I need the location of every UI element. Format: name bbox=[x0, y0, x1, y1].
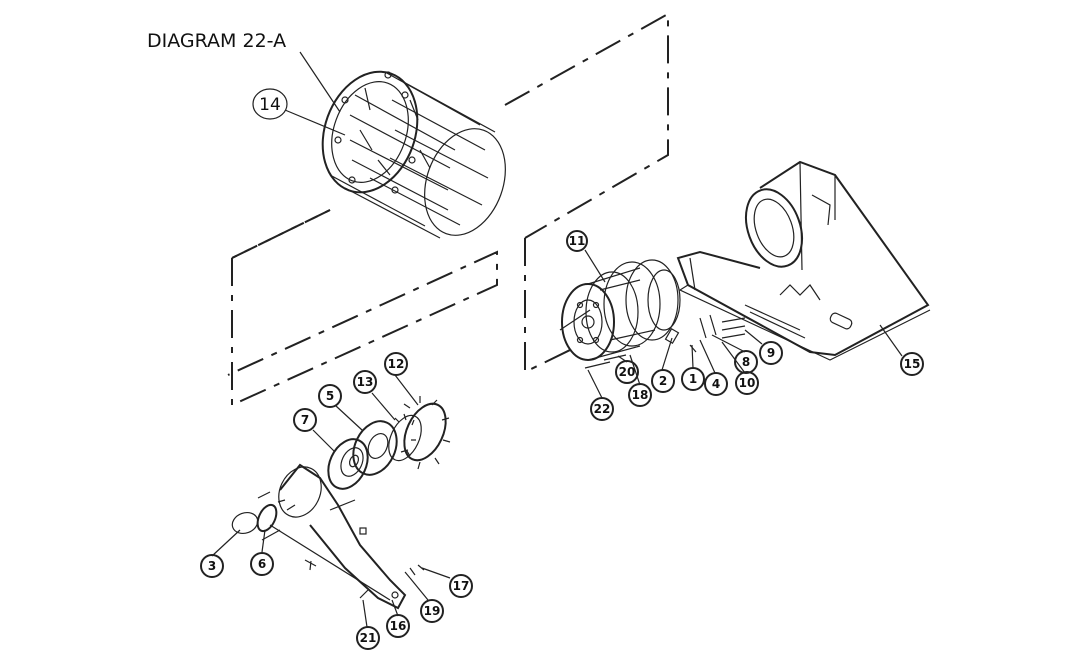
callout-15: 15 bbox=[900, 352, 924, 376]
disc-part-13 bbox=[388, 413, 422, 462]
svg-text:1: 1 bbox=[689, 372, 697, 386]
svg-text:21: 21 bbox=[360, 631, 377, 645]
svg-text:19: 19 bbox=[424, 604, 441, 618]
svg-text:13: 13 bbox=[357, 375, 374, 389]
svg-text:3: 3 bbox=[208, 559, 216, 573]
svg-text:8: 8 bbox=[742, 355, 750, 369]
motor-small-parts bbox=[584, 314, 746, 369]
callout-4: 4 bbox=[704, 372, 728, 396]
callout-3: 3 bbox=[200, 554, 224, 578]
svg-text:7: 7 bbox=[301, 413, 309, 427]
leader-lines bbox=[211, 109, 903, 628]
callout-20: 20 bbox=[615, 360, 639, 384]
callout-18: 18 bbox=[628, 383, 652, 407]
svg-text:16: 16 bbox=[390, 619, 407, 633]
cover-part-3 bbox=[231, 512, 259, 534]
dashed-outline-left bbox=[227, 209, 498, 407]
brake-plate-part-12 bbox=[400, 396, 451, 470]
small-fasteners bbox=[304, 559, 425, 599]
diagram-title: DIAGRAM 22-A bbox=[147, 30, 286, 52]
callout-6: 6 bbox=[250, 552, 274, 576]
drum-assembly bbox=[321, 70, 506, 239]
callout-1: 1 bbox=[681, 367, 705, 391]
svg-text:12: 12 bbox=[388, 357, 405, 371]
svg-text:10: 10 bbox=[739, 376, 756, 390]
svg-text:18: 18 bbox=[632, 388, 649, 402]
svg-text:20: 20 bbox=[619, 365, 636, 379]
callout-11: 11 bbox=[566, 230, 588, 252]
callout-17: 17 bbox=[449, 574, 473, 598]
callout-14: 14 bbox=[252, 88, 288, 120]
dashed-outline-upper bbox=[231, 12, 669, 259]
title-leader-line bbox=[299, 51, 341, 113]
svg-text:11: 11 bbox=[569, 234, 586, 248]
callout-2: 2 bbox=[651, 369, 675, 393]
callout-10: 10 bbox=[735, 371, 759, 395]
callout-13: 13 bbox=[353, 370, 377, 394]
svg-text:6: 6 bbox=[258, 557, 266, 571]
svg-text:22: 22 bbox=[594, 402, 611, 416]
motor-assembly bbox=[559, 259, 681, 361]
callout-12: 12 bbox=[384, 352, 408, 376]
callout-21: 21 bbox=[356, 626, 380, 650]
callout-16: 16 bbox=[386, 614, 410, 638]
svg-text:9: 9 bbox=[767, 346, 775, 360]
callout-7: 7 bbox=[293, 408, 317, 432]
callout-19: 19 bbox=[420, 599, 444, 623]
bearing-part-7 bbox=[327, 438, 369, 490]
callout-5: 5 bbox=[318, 384, 342, 408]
bracket-part-16 bbox=[269, 463, 407, 610]
callout-22: 22 bbox=[590, 397, 614, 421]
callout-9: 9 bbox=[759, 341, 783, 365]
svg-text:15: 15 bbox=[904, 357, 921, 371]
svg-text:17: 17 bbox=[453, 579, 470, 593]
svg-text:14: 14 bbox=[259, 95, 281, 115]
gasket-part-6 bbox=[256, 491, 296, 541]
svg-text:2: 2 bbox=[659, 374, 667, 388]
callout-8: 8 bbox=[734, 350, 758, 374]
frame-assembly bbox=[676, 160, 931, 361]
dashed-outline-right bbox=[524, 238, 571, 374]
svg-text:4: 4 bbox=[712, 377, 720, 391]
svg-text:5: 5 bbox=[326, 389, 334, 403]
